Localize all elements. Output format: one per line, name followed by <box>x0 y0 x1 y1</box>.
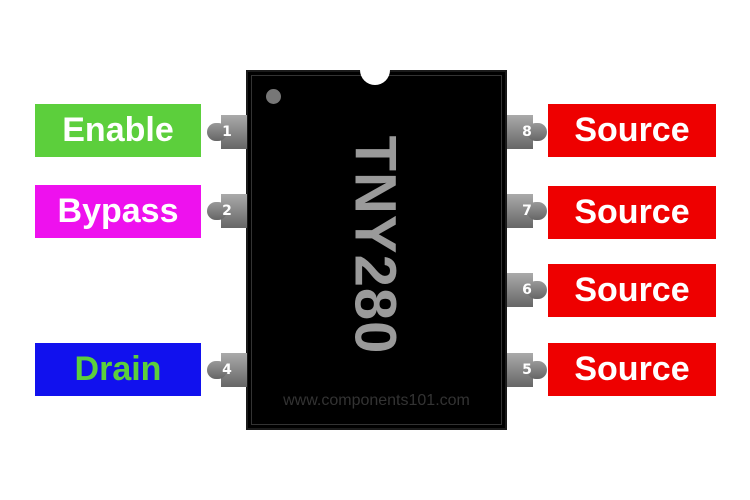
pin-number: 1 <box>222 124 232 140</box>
watermark: www.components101.com <box>283 392 470 409</box>
pin-7: 7 <box>507 194 547 228</box>
pin-number: 2 <box>222 203 232 219</box>
pin-number: 5 <box>522 362 532 378</box>
pin-number: 7 <box>522 203 532 219</box>
pin1-marker-dot <box>266 89 281 104</box>
pin-number: 4 <box>222 362 232 378</box>
label-enable: Enable <box>35 104 201 157</box>
pin-8: 8 <box>507 115 547 149</box>
part-number: TNY280 <box>342 135 408 355</box>
label-source-7: Source <box>548 186 716 239</box>
pin-number: 8 <box>522 124 532 140</box>
pin-1: 1 <box>207 115 247 149</box>
pin-6: 6 <box>507 273 547 307</box>
pin-number: 6 <box>522 282 532 298</box>
ic-package <box>246 70 507 430</box>
pin-2: 2 <box>207 194 247 228</box>
pin-4: 4 <box>207 353 247 387</box>
label-drain: Drain <box>35 343 201 396</box>
label-source-6: Source <box>548 264 716 317</box>
pin-5: 5 <box>507 353 547 387</box>
label-bypass: Bypass <box>35 185 201 238</box>
label-source-5: Source <box>548 343 716 396</box>
label-source-8: Source <box>548 104 716 157</box>
package-notch <box>360 55 390 85</box>
